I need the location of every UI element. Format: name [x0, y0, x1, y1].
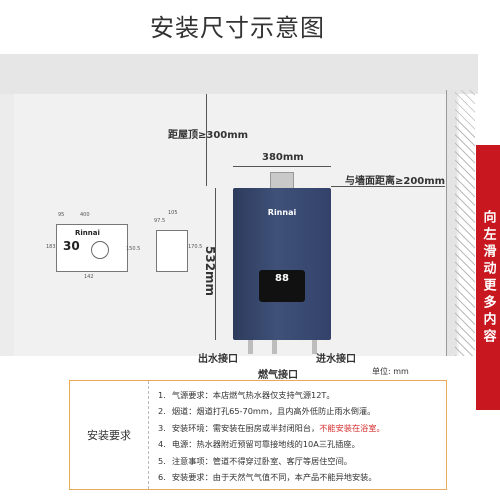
requirement-text: 安装环境：需安装在厨房或半封闭阳台，	[171, 422, 320, 433]
left-wall	[0, 94, 14, 356]
front-brand-logo: Rinnai	[75, 229, 100, 237]
height-dim-line	[215, 188, 216, 340]
requirement-text: 安装要求：由于天然气气值不同，本产品不能异地安装。	[171, 471, 377, 482]
requirement-number: 3.	[158, 422, 166, 433]
dim-side-top: 97.5	[154, 218, 166, 224]
heater-brand-logo: Rinnai	[267, 208, 297, 217]
width-label: 380mm	[262, 152, 304, 163]
install-requirements-box: 安装要求 1. 气源要求：本店燃气热水器仅支持气源12T。 2. 烟道：烟道打孔65-…	[69, 380, 447, 490]
requirement-number: 1.	[158, 390, 166, 400]
water-in-label: 进水接口	[316, 354, 356, 365]
requirement-item: 2. 烟道：烟道打孔65-70mm，且内高外低防止雨水倒灌。	[158, 403, 443, 419]
front-temp-display: 30	[63, 239, 80, 253]
requirement-text: 电源：热水器附近预留可靠接地线的10A三孔插座。	[171, 439, 360, 450]
water-out-label: 出水接口	[198, 354, 238, 365]
requirement-item: 6. 安装要求：由于天然气气值不同，本产品不能异地安装。	[158, 469, 443, 485]
swipe-hint-tab[interactable]: 向左滑动更多内容	[476, 145, 500, 410]
side-view-drawing	[156, 230, 188, 272]
height-label: 532mm	[203, 246, 217, 297]
side-wall-distance-label: 与墙面距离≥200mm	[345, 176, 446, 187]
dim-side-right: 170.5	[188, 244, 203, 250]
front-dial-icon	[91, 241, 109, 259]
heater-display-number: 88	[275, 273, 289, 284]
dim-side-top-2: 105	[168, 210, 178, 216]
water-heater: Rinnai 88	[233, 188, 331, 340]
water-out-pipe	[248, 340, 253, 354]
requirement-number: 5.	[158, 455, 166, 466]
unit-label: 单位: mm	[372, 367, 409, 376]
requirement-warning: 不能安装在浴室。	[319, 422, 385, 433]
heater-display: 88	[259, 270, 305, 302]
requirement-text: 气源要求：本店燃气热水器仅支持气源12T。	[171, 390, 335, 400]
dim-front-top-2: 400	[80, 212, 90, 218]
width-dim-line	[233, 166, 331, 167]
requirement-number: 2.	[158, 406, 166, 417]
gas-inlet-label: 燃气接口	[258, 370, 298, 381]
requirements-list: 1. 气源要求：本店燃气热水器仅支持气源12T。 2. 烟道：烟道打孔65-70mm，…	[158, 387, 443, 485]
requirement-item: 4. 电源：热水器附近预留可靠接地线的10A三孔插座。	[158, 436, 443, 452]
side-wall	[446, 90, 457, 356]
gas-pipe	[272, 340, 277, 354]
requirement-item: 3. 安装环境：需安装在厨房或半封闭阳台，不能安装在浴室。	[158, 420, 443, 436]
ceiling-wall	[0, 54, 478, 94]
swipe-hint-text: 向左滑动更多内容	[480, 209, 496, 346]
side-wall-dim-line	[331, 186, 445, 187]
page-title: 安装尺寸示意图	[150, 14, 325, 42]
dim-front-left: 183	[46, 244, 56, 250]
requirement-item: 5. 注意事项：管道不得穿过卧室、客厅等居住空间。	[158, 453, 443, 469]
requirement-text: 注意事项：管道不得穿过卧室、客厅等居住空间。	[171, 455, 352, 466]
requirement-item: 1. 气源要求：本店燃气热水器仅支持气源12T。	[158, 387, 443, 403]
water-in-pipe	[312, 340, 317, 354]
requirements-label: 安装要求	[70, 381, 149, 489]
side-wall-hatch	[455, 90, 475, 356]
requirement-number: 4.	[158, 439, 166, 450]
requirement-number: 6.	[158, 471, 166, 482]
dim-side-mid: 150.5	[126, 246, 141, 252]
dim-front-top: 95	[58, 212, 65, 218]
ceiling-distance-label: 距屋顶≥300mm	[168, 130, 249, 141]
ceiling-dim-line	[206, 94, 207, 186]
requirement-text: 烟道：烟道打孔65-70mm，且内高外低防止雨水倒灌。	[171, 406, 376, 417]
dim-front-bottom: 142	[84, 274, 94, 280]
front-view-drawing: Rinnai 30	[56, 224, 128, 272]
